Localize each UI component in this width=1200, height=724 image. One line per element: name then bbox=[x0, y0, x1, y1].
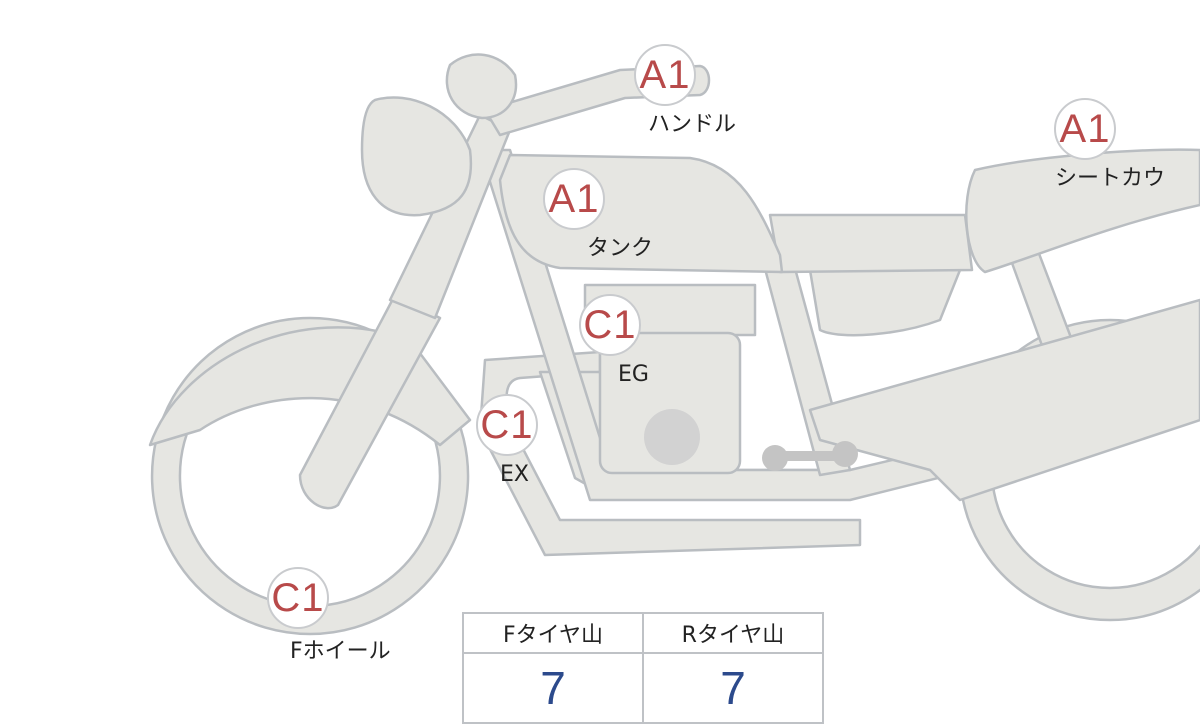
grade-badge-tank: A1 bbox=[543, 168, 605, 230]
side-cover bbox=[808, 268, 962, 337]
value-front-tread: 7 bbox=[462, 652, 644, 724]
grade-badge-front-wheel: C1 bbox=[267, 567, 329, 629]
engine-cover bbox=[644, 409, 700, 465]
label-exhaust: EX bbox=[500, 462, 529, 487]
footpeg-end bbox=[832, 441, 858, 467]
footpeg-end bbox=[762, 445, 788, 471]
header-rear-tread: Rタイヤ山 bbox=[642, 612, 824, 654]
grade-badge-exhaust: C1 bbox=[476, 394, 538, 456]
tire-tread-table: Fタイヤ山 Rタイヤ山 7 7 bbox=[462, 612, 824, 724]
grade-badge-handle: A1 bbox=[634, 44, 696, 106]
label-handle: ハンドル bbox=[648, 112, 737, 137]
label-seat-cowl: シートカウ bbox=[1055, 166, 1166, 191]
grade-badge-engine: C1 bbox=[579, 294, 641, 356]
label-front-wheel: Fホイール bbox=[290, 639, 391, 664]
swingarm bbox=[808, 298, 1200, 502]
grade-badge-seat-cowl: A1 bbox=[1054, 98, 1116, 160]
headlight bbox=[360, 96, 473, 217]
label-engine: EG bbox=[618, 362, 649, 387]
engine-block bbox=[598, 331, 742, 475]
seat bbox=[768, 213, 974, 274]
meter bbox=[445, 53, 518, 120]
value-rear-tread: 7 bbox=[642, 652, 824, 724]
header-front-tread: Fタイヤ山 bbox=[462, 612, 644, 654]
label-tank: タンク bbox=[587, 236, 654, 261]
front-fork bbox=[298, 293, 442, 510]
